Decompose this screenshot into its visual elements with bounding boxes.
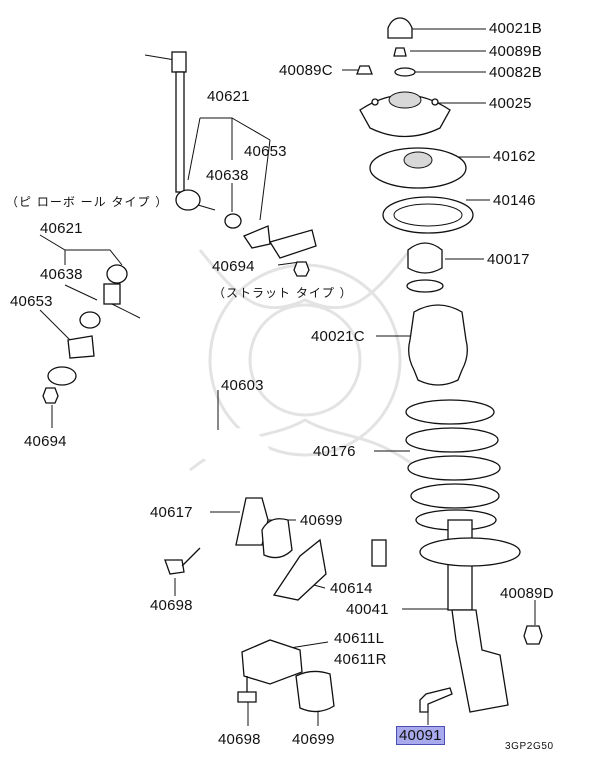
label-40082b[interactable]: 40082B — [489, 64, 542, 81]
bushing-40699b-icon — [295, 670, 335, 713]
label-40617[interactable]: 40617 — [150, 504, 193, 521]
label-40146[interactable]: 40146 — [493, 192, 536, 209]
label-40089b[interactable]: 40089B — [489, 43, 542, 60]
label-40089c[interactable]: 40089C — [279, 62, 333, 79]
label-40091-highlighted[interactable]: 40091 — [396, 726, 445, 745]
coil-spring-icon — [405, 399, 501, 531]
bolt-40698b-icon — [237, 676, 257, 703]
bolt-40091-icon — [419, 687, 453, 713]
label-40025[interactable]: 40025 — [489, 95, 532, 112]
label-40698-lower[interactable]: 40698 — [218, 731, 261, 748]
nut-40089c-icon — [356, 65, 373, 75]
bushing-40653b-icon — [67, 335, 95, 359]
bushing-40699a-icon — [261, 518, 293, 559]
stabilizer-link — [144, 51, 317, 277]
strut-mount-icon — [359, 94, 451, 138]
washer-40638b-icon — [79, 311, 101, 329]
label-40621-pillow[interactable]: 40621 — [40, 220, 83, 237]
label-40638-pillow[interactable]: 40638 — [40, 266, 83, 283]
bracket-40617-icon — [235, 497, 269, 546]
bar-end-icon — [371, 539, 387, 567]
bolt-40698a-icon — [164, 547, 201, 575]
bracket-40614-icon — [272, 538, 327, 601]
label-40021b[interactable]: 40021B — [489, 20, 542, 37]
dust-boot-icon — [408, 304, 468, 386]
label-40614[interactable]: 40614 — [330, 580, 373, 597]
label-40653-link[interactable]: 40653 — [244, 143, 287, 160]
bushing-brackets — [164, 497, 335, 713]
label-40017[interactable]: 40017 — [487, 251, 530, 268]
stabilizer-bar — [47, 366, 388, 567]
nut-40089d-icon — [523, 625, 543, 645]
strut-bracket-icon — [451, 609, 509, 713]
bushing-40653-icon — [243, 225, 271, 249]
label-40603[interactable]: 40603 — [221, 377, 264, 394]
label-40176[interactable]: 40176 — [313, 443, 356, 460]
label-40653-pillow[interactable]: 40653 — [10, 293, 53, 310]
washer-icon — [394, 67, 416, 77]
label-40611l[interactable]: 40611L — [334, 630, 385, 647]
label-40698-upper[interactable]: 40698 — [150, 597, 193, 614]
label-40041[interactable]: 40041 — [346, 601, 389, 618]
label-40021c[interactable]: 40021C — [311, 328, 365, 345]
label-40694-link[interactable]: 40694 — [212, 258, 255, 275]
nut-40694b-icon — [42, 387, 59, 404]
diagram-code: 3GP2G50 — [505, 741, 554, 752]
bar-eye-icon — [47, 366, 77, 386]
note-strut-type: （ストラット タイプ ） — [213, 286, 353, 300]
strut-assembly — [356, 17, 543, 713]
label-40694-pillow[interactable]: 40694 — [24, 433, 67, 450]
label-40699-upper[interactable]: 40699 — [300, 512, 343, 529]
washer-40638-icon — [224, 213, 242, 229]
bump-cap-icon — [387, 17, 413, 39]
bump-rubber-icon — [407, 242, 443, 274]
label-40089d[interactable]: 40089D — [500, 585, 554, 602]
nut-40694-icon — [293, 261, 310, 277]
label-40611r[interactable]: 40611R — [334, 651, 387, 668]
label-40162[interactable]: 40162 — [493, 148, 536, 165]
nut-icon — [393, 47, 407, 57]
pillow-ball-link — [42, 264, 141, 404]
strut-piece-icon — [268, 229, 317, 259]
lower-spring-seat-icon — [419, 537, 521, 567]
label-40638-link[interactable]: 40638 — [206, 167, 249, 184]
label-40699-lower[interactable]: 40699 — [292, 731, 335, 748]
label-40621-link[interactable]: 40621 — [207, 88, 250, 105]
note-pillow-ball-type: （ピ ローボ ール タイプ ） — [6, 195, 169, 209]
bracket-40611-icon — [241, 639, 303, 685]
